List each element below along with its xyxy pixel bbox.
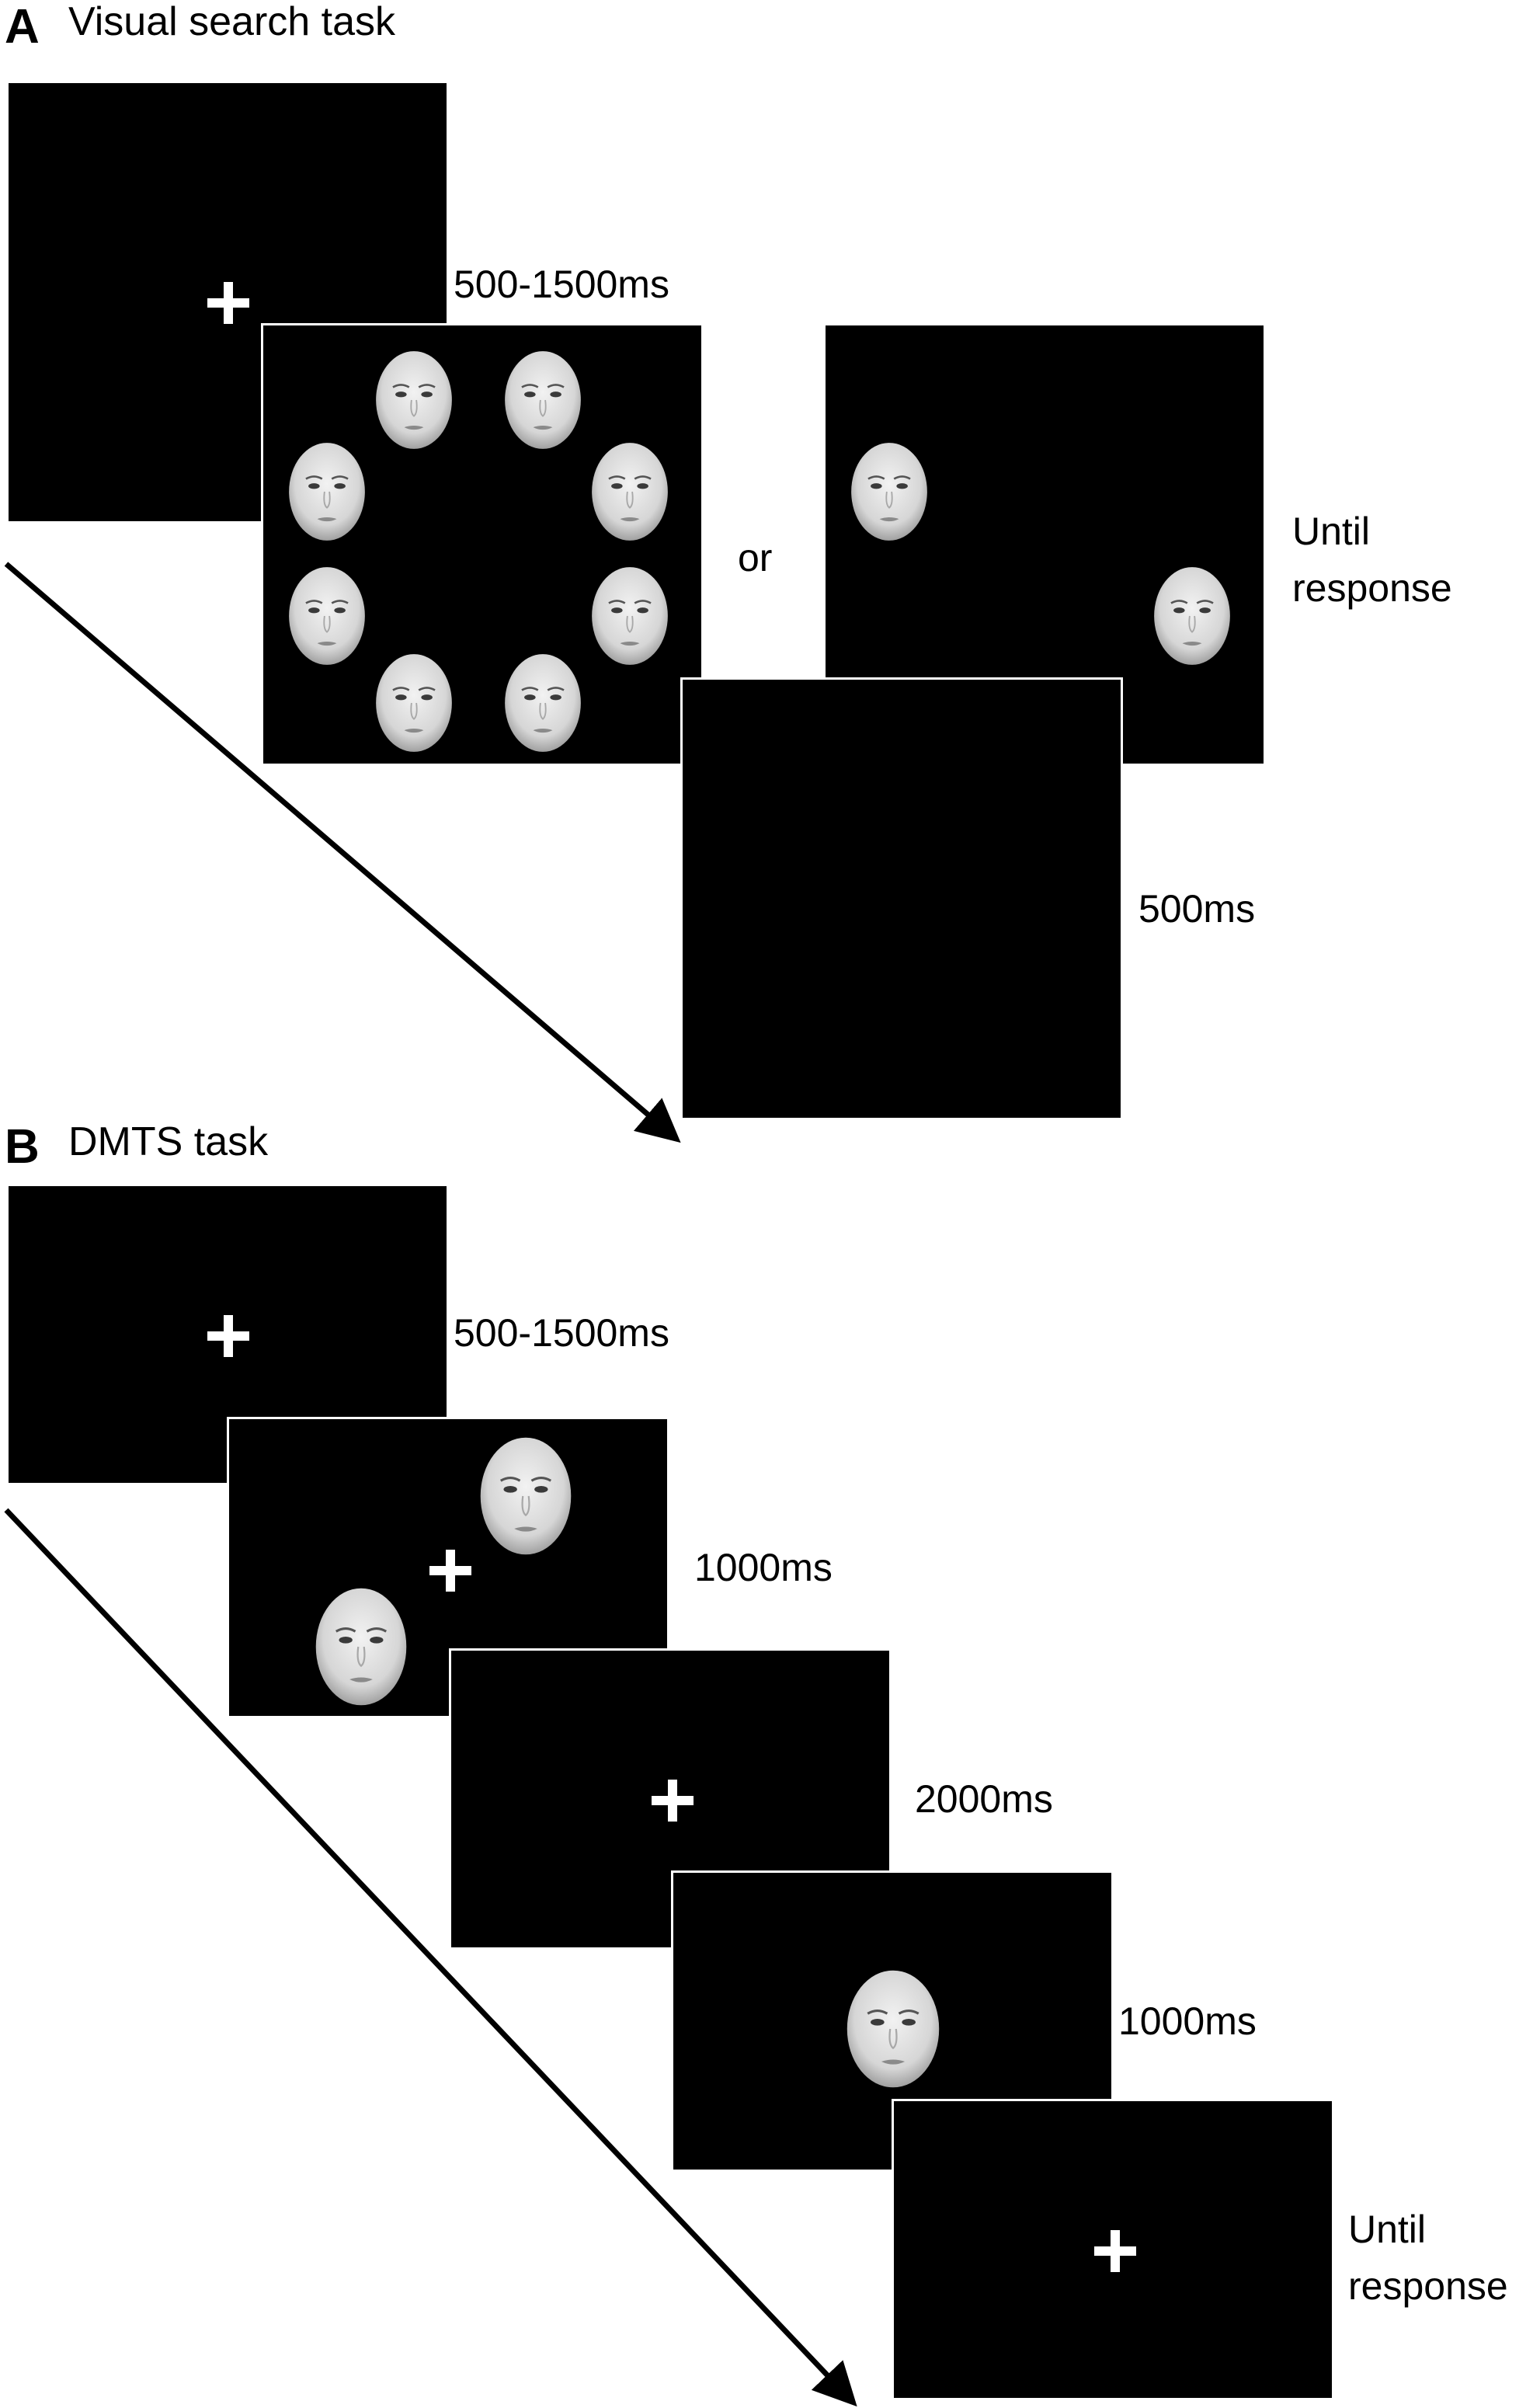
a-search-array-8: [261, 323, 704, 766]
fixation-cross-icon: [429, 1550, 471, 1592]
face-stimulus-icon: [287, 440, 367, 543]
a-search-duration-line1: Until: [1292, 510, 1371, 553]
face-stimulus-icon: [589, 440, 670, 543]
face-stimulus-icon: [374, 652, 454, 754]
a-or-label: or: [738, 536, 773, 579]
a-search-duration: Until response: [1292, 503, 1452, 616]
face-stimulus-icon: [502, 349, 583, 451]
face-stimulus-icon: [589, 565, 670, 667]
panel-a-letter: A: [5, 0, 40, 54]
b-delay-duration: 2000ms: [915, 1777, 1053, 1821]
fixation-cross-icon: [207, 282, 249, 324]
time-arrow-icon: [4, 1508, 857, 2407]
b-sample-duration: 1000ms: [694, 1546, 833, 1589]
panel-a-title: Visual search task: [68, 0, 396, 44]
fixation-cross-icon: [207, 1315, 249, 1357]
b-fixation-duration: 500-1500ms: [454, 1311, 669, 1355]
face-stimulus-icon: [1152, 565, 1232, 667]
b-response-duration: Until response: [1348, 2201, 1508, 2314]
face-stimulus-icon: [849, 440, 930, 543]
face-stimulus-icon: [374, 349, 454, 451]
a-blank-screen: [680, 677, 1123, 1120]
b-response-duration-line2: response: [1348, 2264, 1508, 2308]
b-response-screen: [892, 2099, 1334, 2400]
time-arrow-icon: [4, 562, 681, 1143]
panel-b-letter: B: [5, 1120, 40, 1174]
a-fixation-duration: 500-1500ms: [454, 263, 669, 306]
face-stimulus-icon: [844, 1968, 942, 2090]
face-stimulus-icon: [502, 652, 583, 754]
face-stimulus-icon: [287, 565, 367, 667]
face-stimulus-icon: [313, 1585, 409, 1708]
a-search-duration-line2: response: [1292, 565, 1452, 610]
fixation-cross-icon: [1094, 2230, 1136, 2272]
a-blank-duration: 500ms: [1138, 887, 1256, 931]
panel-b-title: DMTS task: [68, 1119, 269, 1164]
fixation-cross-icon: [652, 1780, 694, 1822]
b-test-duration: 1000ms: [1118, 1999, 1257, 2043]
b-response-duration-line1: Until: [1348, 2208, 1427, 2251]
b-sample-screen: [227, 1417, 669, 1718]
face-stimulus-icon: [478, 1435, 574, 1557]
